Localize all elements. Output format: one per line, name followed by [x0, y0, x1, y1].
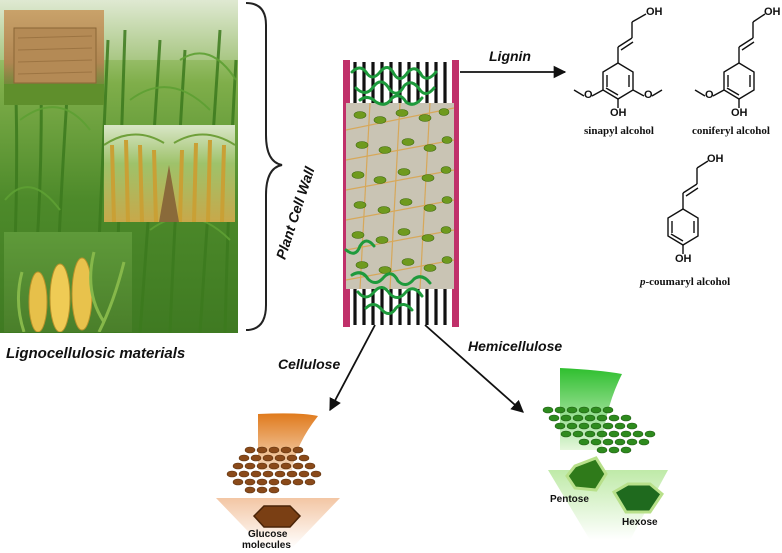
sinapyl-alcohol-name: sinapyl alcohol: [584, 125, 654, 137]
glucose-label-line2: molecules: [242, 540, 291, 551]
sinapyl-methoxy-left: O: [584, 89, 593, 101]
lignocellulosic-materials-label: Lignocellulosic materials: [6, 345, 186, 362]
coumaryl-structure: [667, 160, 709, 254]
lignin-label: Lignin: [489, 48, 531, 64]
pentose-label: Pentose: [550, 494, 589, 505]
hemicellulose-product-graphic: [542, 368, 668, 540]
glucose-hexagon: [252, 505, 302, 528]
coniferyl-methoxy-left: O: [705, 89, 714, 101]
corn-photo: [4, 232, 132, 332]
coumaryl-oh-bottom: OH: [675, 253, 692, 265]
sinapyl-structure: [573, 13, 663, 108]
coniferyl-alcohol-name: coniferyl alcohol: [692, 125, 770, 137]
glucose-label-line1: Glucose: [248, 529, 288, 540]
coumaryl-prefix: p: [640, 276, 646, 288]
hay-bale-photo: [4, 10, 104, 105]
hexose-label: Hexose: [622, 517, 658, 528]
grouping-brace: [245, 2, 283, 331]
sugarcane-photo: [104, 125, 235, 222]
coumaryl-oh-top: OH: [707, 153, 724, 165]
cellulose-label: Cellulose: [278, 356, 341, 372]
cell-micrograph: [345, 102, 455, 290]
cellulose-arrow: [329, 324, 376, 412]
hemicellulose-label: Hemicellulose: [468, 338, 563, 354]
sinapyl-oh-top: OH: [646, 6, 663, 18]
sinapyl-oh-bottom: OH: [610, 107, 627, 119]
pentose-pentagon: [565, 456, 608, 492]
sinapyl-methoxy-right: O: [644, 89, 653, 101]
hexose-hexagon: [611, 482, 664, 514]
lignin-strands: [344, 66, 438, 315]
cellulose-product-graphic: [216, 413, 340, 548]
hemicellulose-arrow: [424, 324, 524, 413]
cell-wall-right-bar: [452, 60, 459, 327]
coumaryl-name-rest: -coumaryl alcohol: [645, 276, 731, 288]
lignocellulosic-photo-collage: [0, 0, 238, 333]
coniferyl-oh-top: OH: [764, 6, 781, 18]
coniferyl-oh-bottom: OH: [731, 107, 748, 119]
coumaryl-alcohol-name: p-coumaryl alcohol: [640, 276, 730, 288]
coniferyl-structure: [694, 13, 766, 108]
